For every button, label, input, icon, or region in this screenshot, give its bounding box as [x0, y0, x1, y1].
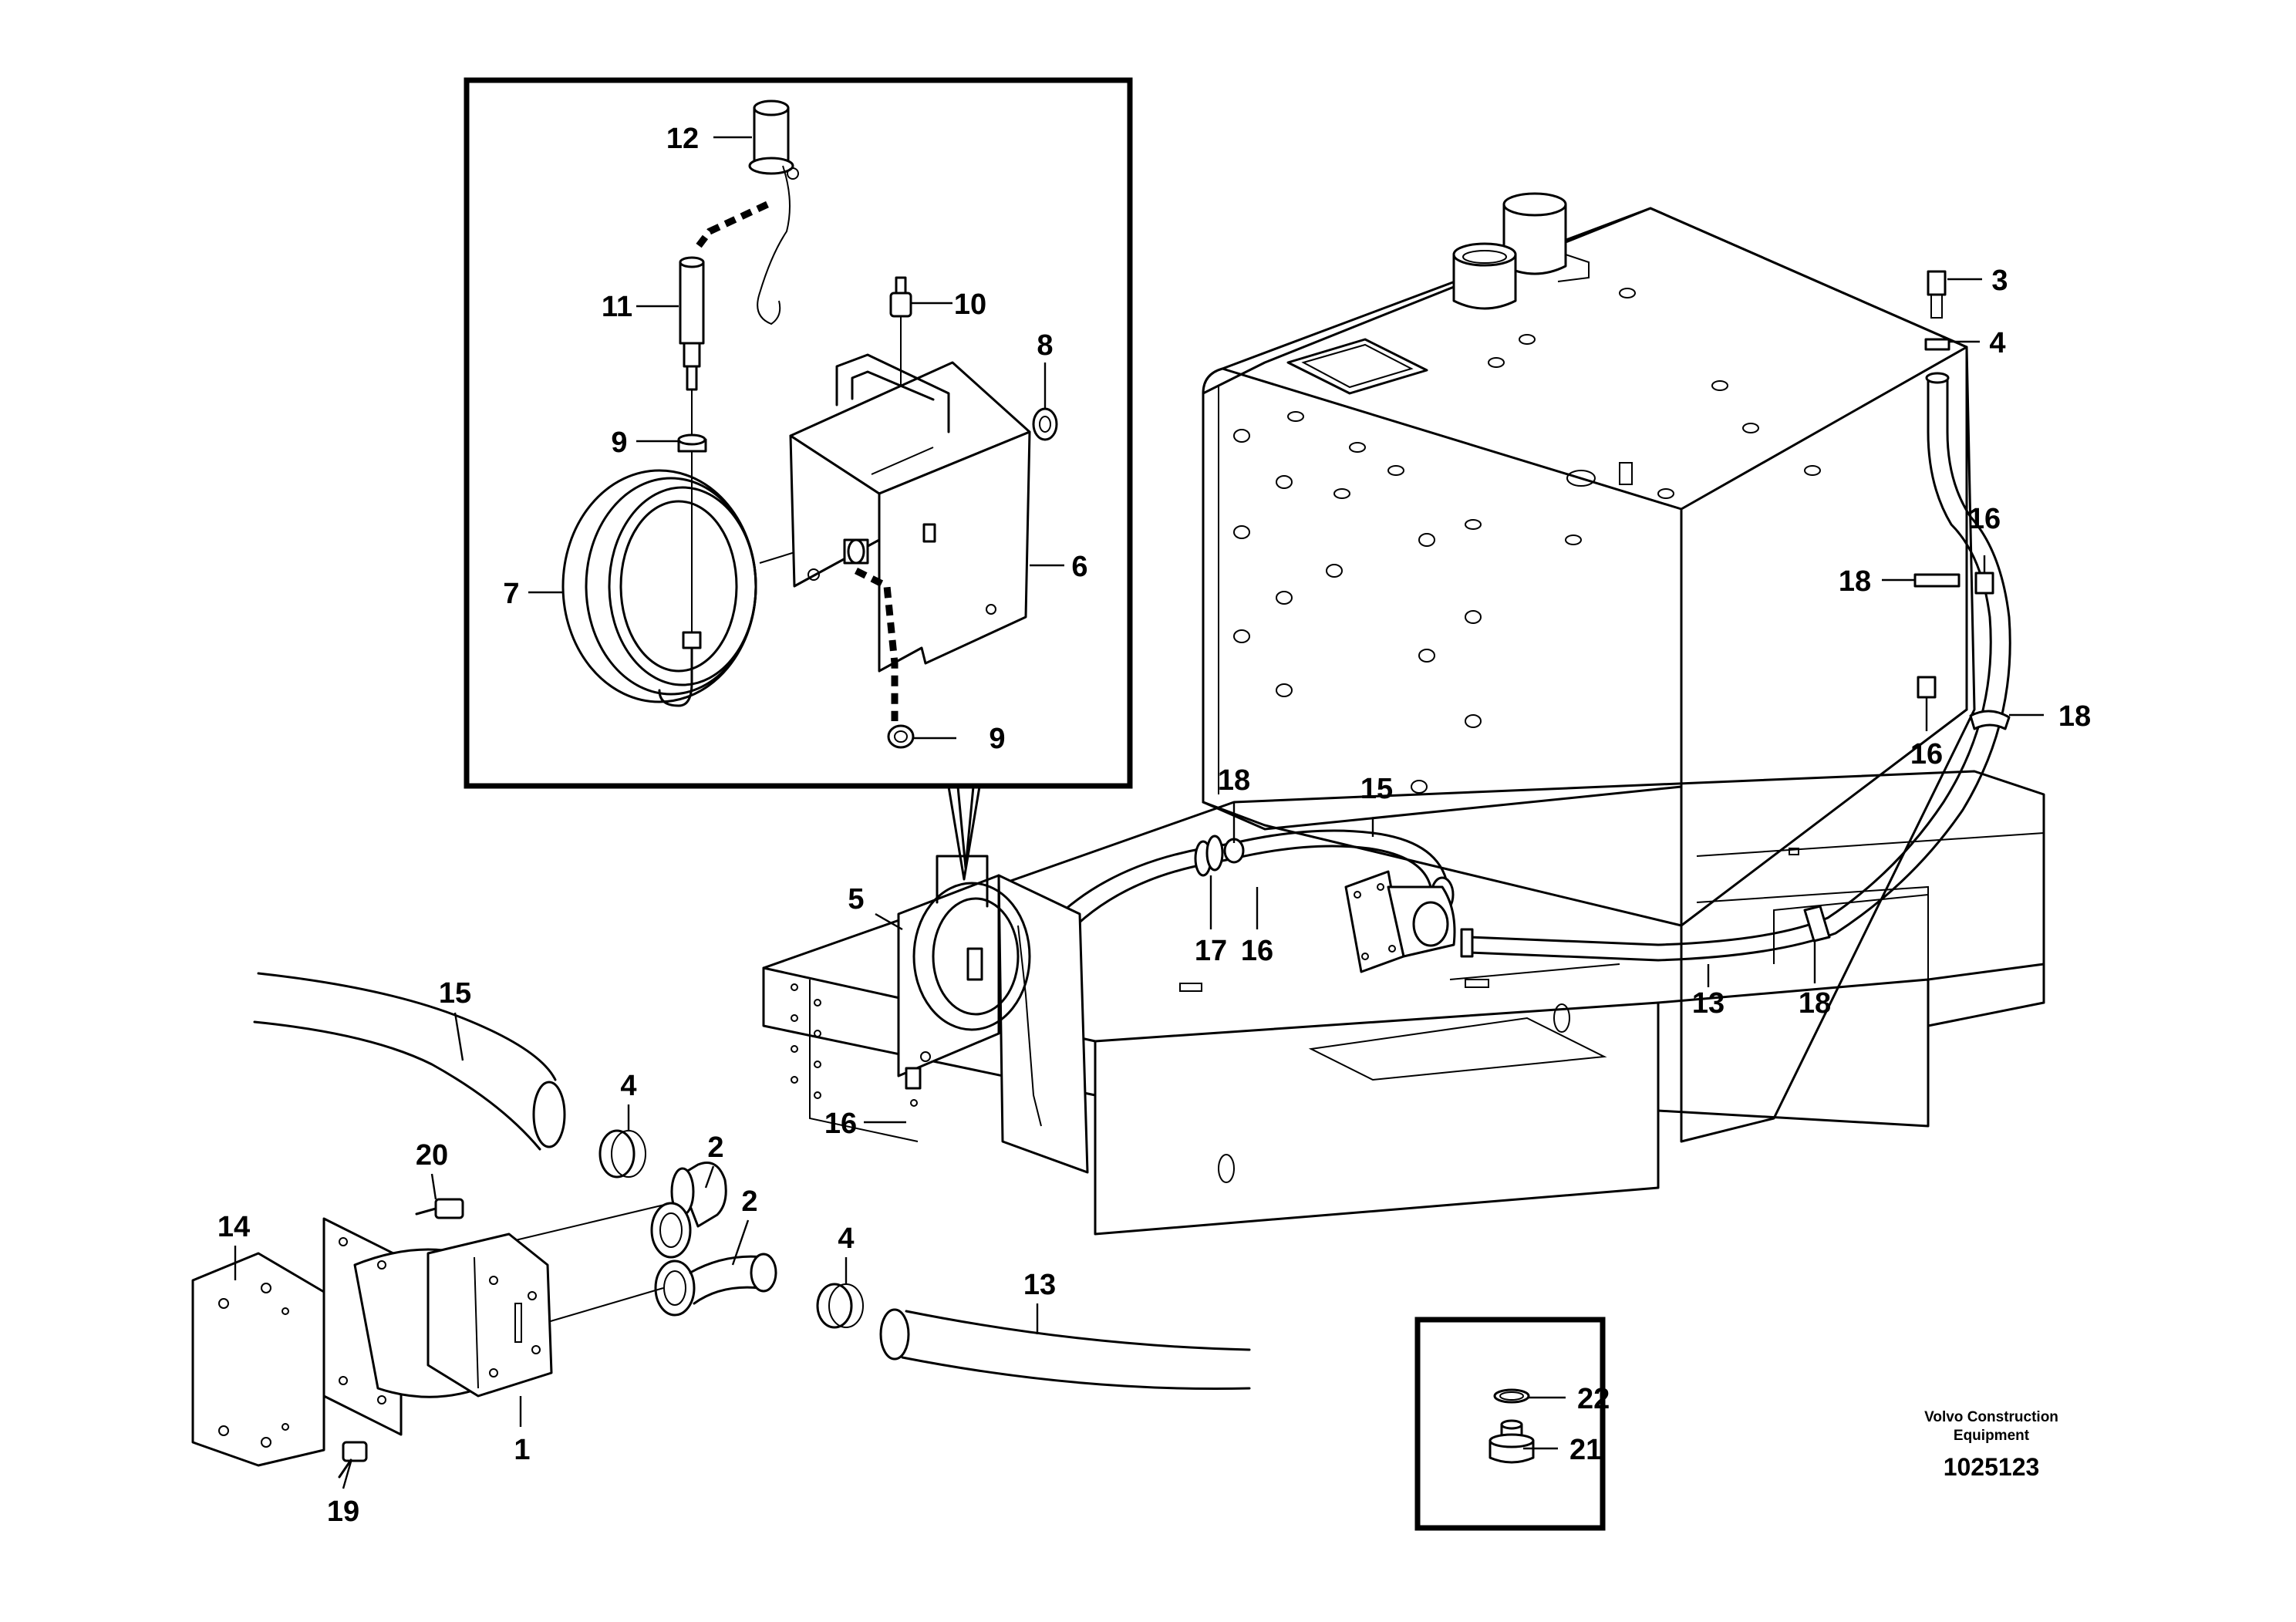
clamp-4-upper: [598, 1129, 646, 1179]
plug-21: [1489, 1419, 1535, 1464]
pump-installed: [1344, 870, 1456, 973]
callout-labels: 12 11 10 8 9 6 7 9 3 4 16 18 18 16 18 15…: [217, 123, 2091, 1528]
chassis-frame: [762, 770, 2045, 1236]
callout-19: 19: [327, 1496, 359, 1528]
bolt-16-tank: [1917, 572, 1994, 699]
callout-13-a: 13: [1692, 987, 1725, 1020]
callout-22: 22: [1577, 1383, 1610, 1415]
cooler-coil-7: [561, 469, 757, 707]
clamp-18-mid: [1803, 905, 1831, 943]
hydraulic-tank: [1202, 192, 1976, 1143]
callout-18-d: 18: [1799, 987, 1831, 1020]
plug-inset: [1414, 1317, 1606, 1531]
reference-number: 1025123: [1944, 1453, 2040, 1481]
tank-top-plate: [1286, 338, 1428, 395]
washer-9-top: [677, 433, 707, 453]
cooler-bracket-installed: [897, 855, 1089, 1174]
callout-14: 14: [217, 1211, 250, 1243]
callout-4-lower: 4: [838, 1222, 854, 1255]
callout-2-upper: 2: [707, 1131, 723, 1164]
callout-20: 20: [416, 1139, 448, 1172]
callout-2-lower: 2: [741, 1185, 757, 1218]
callout-16-b: 16: [1910, 738, 1943, 771]
brand-line-1: Volvo Construction: [1924, 1409, 2058, 1425]
washer-4-top: [1924, 338, 1950, 351]
flange-plate-14: [191, 1252, 325, 1467]
hose-13-exploded: [879, 1308, 1251, 1390]
tank-top-cap-large: [1502, 192, 1590, 282]
clamp-4-lower: [816, 1283, 864, 1329]
elbow-2-lower: [654, 1253, 777, 1317]
callout-4-upper: 4: [620, 1070, 636, 1102]
hose-15-exploded: [253, 972, 566, 1151]
detail-inset: [464, 77, 1133, 789]
callout-8: 8: [1037, 329, 1053, 362]
bolt-20: [415, 1198, 464, 1219]
callout-12: 12: [666, 123, 699, 155]
tank-top-cap-small: [1452, 242, 1517, 310]
clamp-18-upper: [1913, 573, 2011, 730]
callout-9-bottom: 9: [989, 723, 1005, 755]
callout-18-b: 18: [2058, 700, 2091, 733]
callout-10: 10: [954, 288, 986, 321]
hose-13-installed: [1468, 372, 2011, 962]
callout-9-top: 9: [611, 427, 627, 459]
fitting-9-bottom: [843, 538, 869, 565]
callout-21: 21: [1569, 1434, 1602, 1466]
callout-7: 7: [503, 578, 519, 610]
callout-15-b: 15: [439, 977, 471, 1010]
callout-18-a: 18: [1839, 565, 1871, 598]
callout-16-c: 16: [1241, 935, 1273, 967]
grommet-8: [1032, 407, 1058, 441]
callout-16-a: 16: [1968, 503, 2001, 535]
callout-4-top: 4: [1989, 327, 2005, 359]
dipstick-cap-12: [748, 99, 799, 325]
seal-ring-22: [1493, 1388, 1530, 1404]
callout-1: 1: [514, 1434, 530, 1466]
callout-17: 17: [1195, 935, 1227, 967]
fitting-3: [1927, 270, 1947, 319]
detail-pointer: [947, 785, 981, 881]
callout-6: 6: [1071, 551, 1087, 583]
brand-block: Volvo Construction Equipment 1025123: [1924, 1409, 2058, 1481]
callout-15-a: 15: [1360, 773, 1393, 805]
tank-side-studs: [1233, 429, 1482, 794]
clip-9: [887, 724, 915, 749]
frame-bolt-holes: [791, 983, 918, 1107]
callout-16-d: 16: [824, 1108, 857, 1140]
callout-11: 11: [602, 291, 632, 323]
leader-lines: [234, 136, 2044, 1489]
bracket-6: [789, 353, 1031, 673]
dipstick-tube-11: [679, 256, 705, 391]
callout-13-b: 13: [1023, 1269, 1056, 1301]
callout-18-c: 18: [1218, 764, 1250, 797]
tank-top-studs: [1287, 288, 1821, 545]
callout-3: 3: [1991, 265, 2008, 297]
bolt-19: [338, 1441, 368, 1479]
elbow-2-upper: [650, 1162, 727, 1259]
pump-1: [322, 1217, 553, 1436]
callout-5: 5: [848, 883, 864, 916]
brand-line-2: Equipment: [1954, 1428, 2030, 1444]
